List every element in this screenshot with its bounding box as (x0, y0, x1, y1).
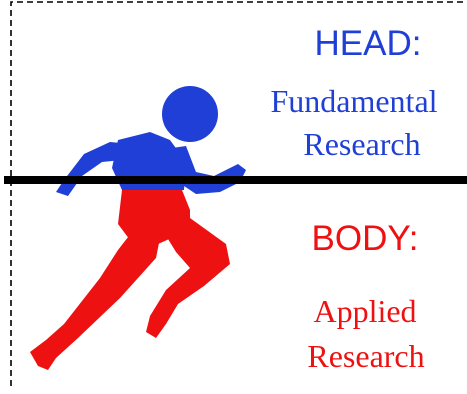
body-title: BODY: (312, 219, 419, 258)
running-person-icon (30, 86, 246, 370)
head-subtitle-line2: Research (303, 126, 420, 162)
head-subtitle-line1: Fundamental (270, 83, 437, 119)
head-title: HEAD: (315, 24, 422, 63)
body-subtitle-line2: Research (307, 338, 424, 374)
body-lower-half (30, 190, 230, 370)
body-subtitle-line1: Applied (313, 293, 416, 329)
dashed-border (10, 1, 465, 386)
head-circle (162, 86, 218, 142)
